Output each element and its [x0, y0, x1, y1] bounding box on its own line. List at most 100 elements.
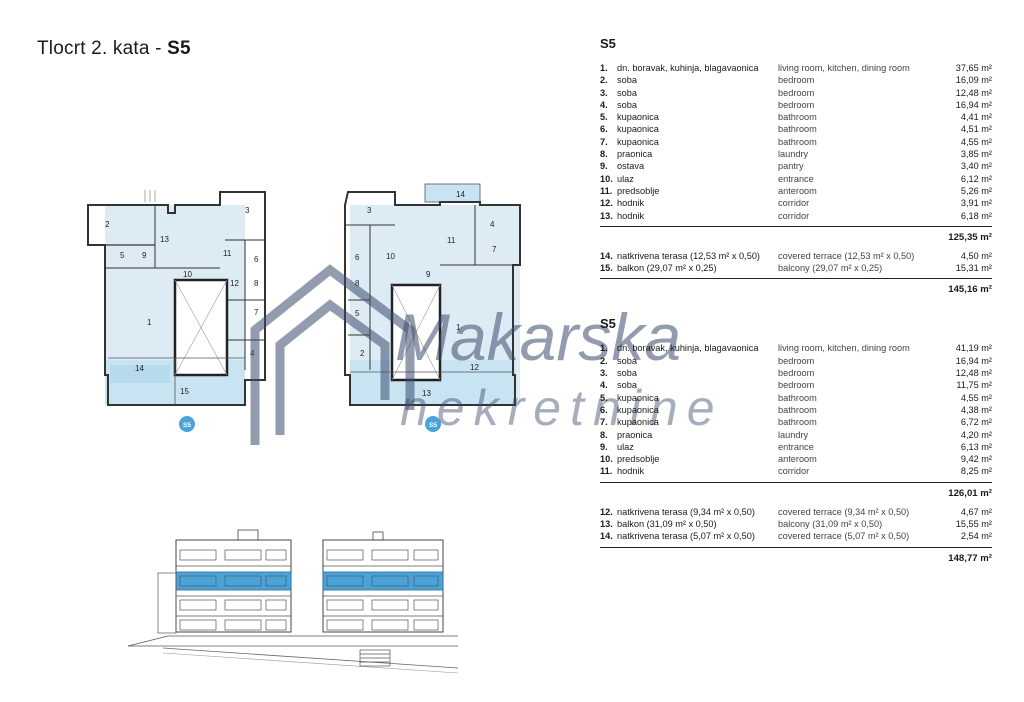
- svg-text:2: 2: [360, 349, 365, 358]
- row-number: 13.: [600, 210, 613, 221]
- row-number: 9.: [600, 161, 608, 172]
- table-row: 8. praonica laundry 3,85 m²: [600, 148, 992, 160]
- row-name-en: bathroom: [778, 392, 817, 403]
- row-name-hr: soba: [617, 99, 637, 110]
- svg-text:15: 15: [180, 387, 189, 396]
- row-number: 8.: [600, 429, 608, 440]
- subtotal: 126,01 m²: [948, 487, 992, 499]
- unit-badge-left: S5: [183, 422, 191, 429]
- row-name-en: bedroom: [778, 380, 815, 391]
- row-number: 10.: [600, 454, 613, 465]
- row-name-en: bathroom: [778, 136, 817, 147]
- row-name-en: living room, kitchen, dining room: [778, 343, 910, 354]
- table-heading: S5: [600, 316, 616, 332]
- floor-plan-left: 2 13 3 5 9 10 11 12 6 8 7 4 1 14 15 S5: [87, 190, 266, 432]
- row-name-en: corridor: [778, 210, 810, 221]
- row-number: 5.: [600, 112, 608, 123]
- row-name-hr: soba: [617, 355, 637, 366]
- svg-text:4: 4: [250, 349, 255, 358]
- svg-text:6: 6: [355, 253, 360, 262]
- row-name-en: pantry: [778, 161, 804, 172]
- table-row: 14.natkrivena terasa (5,07 m² x 0,50)cov…: [600, 530, 992, 542]
- row-number: 4.: [600, 99, 608, 110]
- row-area: 6,72 m²: [960, 417, 992, 428]
- row-name-en: bathroom: [778, 112, 817, 123]
- row-name-en: laundry: [778, 149, 809, 160]
- svg-text:14: 14: [456, 190, 465, 199]
- row-number: 3.: [600, 368, 608, 379]
- table-row: 1. dn. boravak, kuhinja, blagavaonica livi…: [600, 62, 992, 74]
- row-name-en: bedroom: [778, 75, 815, 86]
- row-number: 1.: [600, 343, 608, 354]
- row-number: 1.: [600, 63, 608, 73]
- divider: [600, 546, 992, 548]
- row-area: 15,55 m²: [955, 519, 992, 530]
- row-number: 5.: [600, 392, 608, 403]
- row-area: 6,18 m²: [960, 210, 992, 221]
- svg-text:1: 1: [147, 318, 152, 327]
- row-name-en: bathroom: [778, 404, 817, 415]
- row-area: 5,26 m²: [960, 185, 992, 196]
- total: 145,16 m²: [948, 284, 992, 296]
- row-name-hr: balkon (29,07 m² x 0,25): [617, 263, 717, 274]
- row-area: 9,42 m²: [960, 454, 992, 465]
- row-name-hr: natkrivena terasa (12,53 m² x 0,50): [617, 250, 760, 261]
- row-number: 8.: [600, 149, 608, 160]
- row-name-en: bedroom: [778, 87, 815, 98]
- row-name-hr: praonica: [617, 149, 653, 160]
- row-number: 2.: [600, 75, 608, 86]
- area-tables: S5 1. dn. boravak, kuhinja, blagavaonica li…: [600, 36, 992, 565]
- row-name-hr: natkrivena terasa (9,34 m² x 0,50): [617, 506, 755, 517]
- page-title-unit: S5: [167, 38, 191, 59]
- row-name-hr: soba: [617, 75, 637, 86]
- row-name-hr: hodnik: [617, 198, 645, 209]
- row-area: 4,20 m²: [960, 429, 992, 440]
- row-number: 10.: [600, 173, 613, 184]
- row-number: 15.: [600, 263, 613, 274]
- row-area: 4,51 m²: [960, 124, 992, 135]
- row-name-hr: hodnik: [617, 210, 645, 221]
- row-name-hr: predsoblje: [617, 185, 660, 196]
- svg-text:13: 13: [160, 235, 169, 244]
- row-name-en: anteroom: [778, 185, 817, 196]
- row-number: 2.: [600, 355, 608, 366]
- row-number: 11.: [600, 466, 613, 477]
- row-area: 12,48 m²: [955, 368, 992, 379]
- table-row: 14.natkrivena terasa (12,53 m² x 0,50)co…: [600, 250, 992, 262]
- row-number: 13.: [600, 519, 613, 530]
- row-number: 6.: [600, 124, 608, 135]
- table-row: 15.balkon (29,07 m² x 0,25)balcony (29,0…: [600, 262, 992, 274]
- row-name-en: bedroom: [778, 355, 815, 366]
- row-name-hr: kupaonica: [617, 124, 659, 135]
- table-row: 6. kupaonica bathroom 4,51 m²: [600, 123, 992, 135]
- table-row: 12.natkrivena terasa (9,34 m² x 0,50)cov…: [600, 506, 992, 518]
- row-area: 37,65 m²: [955, 63, 992, 73]
- row-name-en: living room, kitchen, dining room: [778, 63, 910, 73]
- row-area: 4,50 m²: [960, 250, 992, 261]
- row-name-hr: dn. boravak, kuhinja, blagavaonica: [617, 63, 759, 73]
- row-name-en: bathroom: [778, 417, 817, 428]
- svg-text:3: 3: [245, 206, 250, 215]
- table-row: 13. hodnik corridor 6,18 m²: [600, 210, 992, 222]
- row-name-en: bathroom: [778, 124, 817, 135]
- svg-text:1: 1: [456, 323, 461, 332]
- row-name-hr: ulaz: [617, 441, 634, 452]
- row-name-en: laundry: [778, 429, 809, 440]
- row-area: 8,25 m²: [960, 466, 992, 477]
- row-name-en: entrance: [778, 173, 814, 184]
- table-row: 13.balkon (31,09 m² x 0,50)balcony (31,0…: [600, 518, 992, 530]
- row-area: 41,19 m²: [955, 343, 992, 354]
- row-number: 14.: [600, 531, 613, 542]
- row-area: 3,85 m²: [960, 149, 992, 160]
- row-name-hr: soba: [617, 87, 637, 98]
